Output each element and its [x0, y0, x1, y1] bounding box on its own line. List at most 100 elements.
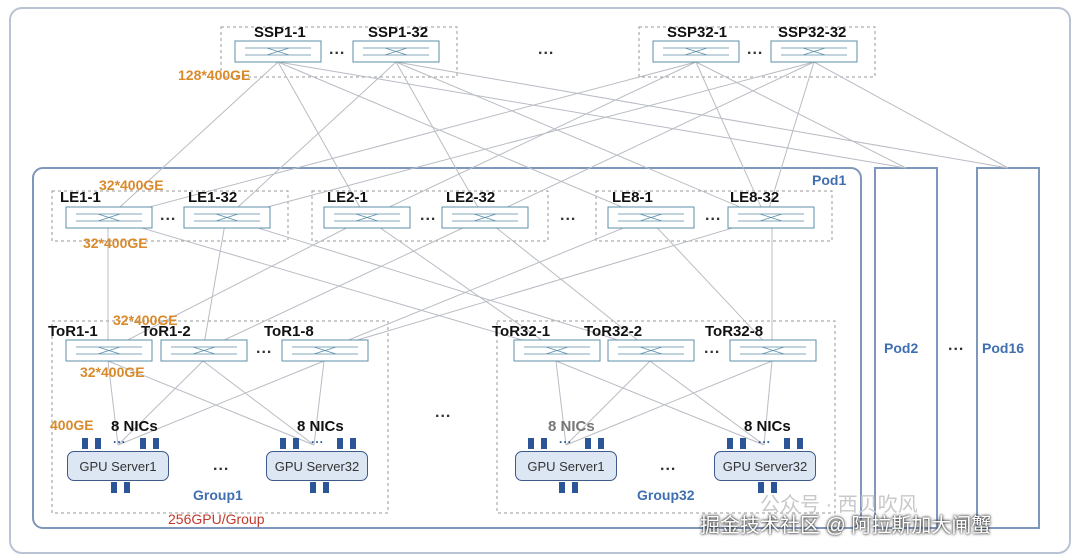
leaf-label: LE2-32	[446, 189, 496, 206]
leaf-uplink-label: 32*400GE	[99, 177, 164, 193]
switch-icon	[281, 339, 369, 362]
switch-icons	[65, 40, 858, 362]
nic-port-icon	[82, 438, 88, 449]
nics-label: 8 NICs	[744, 418, 791, 435]
leaf-label: LE8-1	[612, 189, 653, 206]
leaf-downlink-label: 32*400GE	[83, 235, 148, 251]
server-label: GPU Server32	[274, 458, 360, 474]
spine-label: SSP1-1	[254, 24, 306, 41]
switch-icon	[770, 40, 858, 63]
switch-icon	[65, 206, 153, 229]
nic-speed-label: 400GE	[50, 417, 94, 433]
nic-port-icon	[293, 438, 299, 449]
leaf-group-2-frame	[311, 190, 549, 242]
nic-port-icon	[124, 482, 130, 493]
nic-port-icon	[740, 438, 746, 449]
watermark: 公众号 · 西贝吹风	[760, 494, 918, 516]
gpu-server-box: GPU Server1	[67, 451, 169, 481]
spine-label: SSP32-1	[667, 24, 728, 41]
tor-label: ToR32-8	[705, 323, 764, 340]
switch-icon	[323, 206, 411, 229]
nic-port-icon	[350, 438, 356, 449]
ellipsis: ...	[538, 41, 555, 58]
leaf-group-1-frame	[51, 190, 289, 242]
ellipsis: ...	[560, 207, 577, 224]
switch-icon	[234, 40, 322, 63]
switch-icon	[352, 40, 440, 63]
nic-port-icon	[559, 482, 565, 493]
nics-label: 8 NICs	[111, 418, 158, 435]
nic-port-icon	[572, 482, 578, 493]
ellipsis: ...	[948, 337, 965, 354]
nic-port-icon	[758, 482, 764, 493]
nic-port-icon	[585, 438, 591, 449]
tor-label: ToR32-2	[584, 323, 643, 340]
pod16-label: Pod16	[982, 340, 1025, 356]
group1-label: Group1	[193, 487, 243, 503]
leaf-label: LE1-32	[188, 189, 238, 206]
ellipsis: ...	[329, 41, 346, 58]
nic-port-icon	[111, 482, 117, 493]
nics-label: 8 NICs	[548, 418, 595, 435]
nic-port-icon	[337, 438, 343, 449]
ellipsis: ...	[704, 340, 721, 357]
nic-port-icon	[528, 438, 534, 449]
nic-port-icon	[280, 438, 286, 449]
switch-icon	[183, 206, 271, 229]
nic-port-icon	[797, 438, 803, 449]
tor-uplink-label: 32*400GE	[113, 312, 178, 328]
tor-label: ToR1-2	[141, 323, 191, 340]
tor-label: ToR32-1	[492, 323, 551, 340]
nic-port-icon	[153, 438, 159, 449]
ellipsis: ...	[213, 457, 230, 474]
gpu-server-box: GPU Server32	[266, 451, 368, 481]
ellipsis: ...	[559, 432, 573, 446]
tor-label: ToR1-8	[264, 323, 314, 340]
gpu-server-box: GPU Server32	[714, 451, 816, 481]
ellipsis: ...	[256, 340, 273, 357]
outer-frame	[9, 7, 1071, 554]
server-label: GPU Server1	[527, 458, 605, 474]
server-label: GPU Server32	[722, 458, 808, 474]
spine-uplink-label: 128*400GE	[178, 67, 251, 83]
nic-port-icon	[771, 482, 777, 493]
ellipsis: ...	[660, 457, 677, 474]
switch-icon	[65, 339, 153, 362]
spine-group-1-frame	[220, 26, 458, 78]
spine-label: SSP1-32	[368, 24, 429, 41]
leaf-label: LE1-1	[60, 189, 101, 206]
switch-icon	[441, 206, 529, 229]
ellipsis: ...	[160, 207, 177, 224]
nic-port-icon	[541, 438, 547, 449]
pod1-title: Pod1	[812, 172, 847, 188]
ellipsis: ...	[420, 207, 437, 224]
connection-lines	[107, 61, 1009, 446]
footer-credit: 掘金技术社区 @ 阿拉斯加大闸蟹	[700, 515, 992, 537]
nic-port-icon	[598, 438, 604, 449]
nic-port-icon	[95, 438, 101, 449]
pod2-label: Pod2	[884, 340, 919, 356]
group32-frame	[496, 320, 836, 514]
switch-icon	[727, 206, 815, 229]
ellipsis: ...	[113, 432, 127, 446]
gpu-server-box: GPU Server1	[515, 451, 617, 481]
pod1-frame	[32, 167, 862, 529]
ellipsis: ...	[435, 404, 452, 421]
switch-icon	[160, 339, 248, 362]
tor-downlink-label: 32*400GE	[80, 364, 145, 380]
nic-port-icon	[140, 438, 146, 449]
leaf-label: LE2-1	[327, 189, 368, 206]
tor-label: ToR1-1	[48, 323, 98, 340]
spine-label: SSP32-32	[778, 24, 847, 41]
switch-icon	[607, 206, 695, 229]
nic-port-icon	[323, 482, 329, 493]
switch-icon	[513, 339, 601, 362]
nic-port-icon	[784, 438, 790, 449]
ellipsis: ...	[311, 432, 325, 446]
leaf-label: LE8-32	[730, 189, 780, 206]
switch-icon	[729, 339, 817, 362]
ellipsis: ...	[747, 41, 764, 58]
server-label: GPU Server1	[79, 458, 157, 474]
